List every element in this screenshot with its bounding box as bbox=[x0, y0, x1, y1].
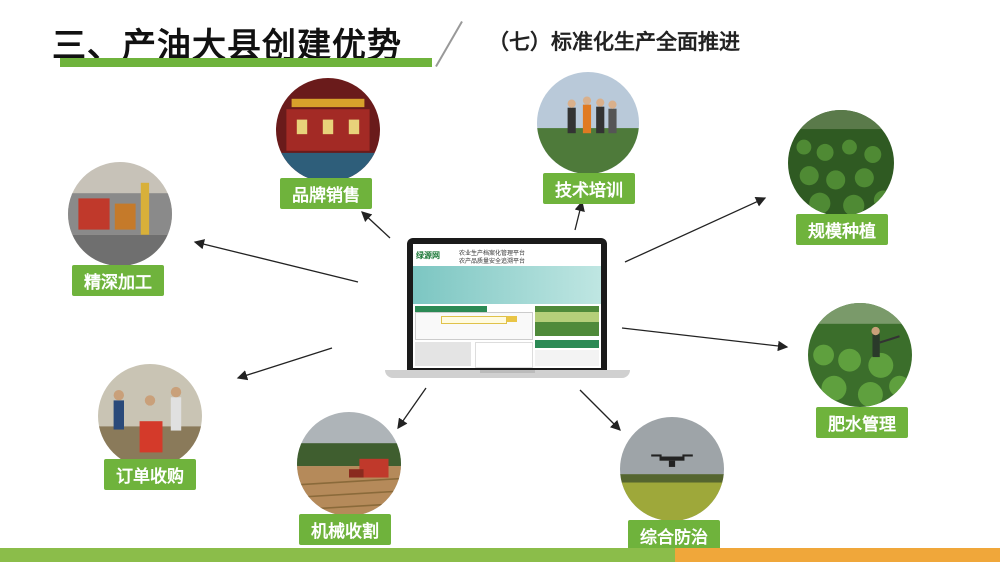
arrow-to-order-purchase bbox=[236, 347, 333, 381]
website-panel-right bbox=[535, 350, 599, 366]
node-tech-training: 技术培训 bbox=[543, 173, 635, 204]
arrow-to-tech-training bbox=[574, 200, 585, 231]
page-subtitle: （七）标准化生产全面推进 bbox=[488, 30, 740, 54]
arrow-to-scale-planting bbox=[624, 197, 767, 263]
website-search-input bbox=[441, 316, 507, 324]
scale-planting-photo bbox=[788, 110, 894, 216]
laptop-base bbox=[385, 370, 630, 378]
node-deep-processing: 精深加工 bbox=[72, 265, 164, 296]
arrow-to-deep-processing bbox=[193, 239, 359, 283]
title-underline bbox=[60, 58, 432, 67]
mechanical-harvest-photo bbox=[297, 412, 401, 516]
website-panel-left bbox=[415, 342, 471, 366]
laptop-notch bbox=[480, 370, 535, 373]
website-logo: 绿源网 bbox=[416, 251, 440, 260]
website-panel-middle bbox=[475, 342, 533, 368]
footer-bar-green bbox=[0, 548, 675, 562]
node-fertilizer-water: 肥水管理 bbox=[816, 407, 908, 438]
order-purchase-photo bbox=[98, 364, 202, 468]
deep-processing-photo bbox=[68, 162, 172, 266]
website-title-2: 农产品质量安全追溯平台 bbox=[459, 258, 526, 265]
node-integrated-control: 综合防治 bbox=[628, 520, 720, 551]
node-brand-sales: 品牌销售 bbox=[280, 178, 372, 209]
fertilizer-water-photo bbox=[808, 303, 912, 407]
website-section-header bbox=[415, 306, 487, 312]
website-banner bbox=[413, 266, 601, 304]
website-search-button bbox=[507, 316, 517, 322]
traceability-website-screenshot: 绿源网 农业生产档案化管理平台 农产品质量安全追溯平台 bbox=[413, 244, 601, 368]
arrow-to-fertilizer-water bbox=[621, 327, 789, 352]
laptop-illustration: 绿源网 农业生产档案化管理平台 农产品质量安全追溯平台 bbox=[385, 238, 630, 383]
node-mechanical-harvest: 机械收割 bbox=[299, 514, 391, 545]
node-scale-planting: 规模种植 bbox=[796, 214, 888, 245]
arrow-to-mechanical-harvest bbox=[397, 387, 427, 430]
arrow-to-integrated-control bbox=[579, 389, 621, 431]
laptop-screen: 绿源网 农业生产档案化管理平台 农产品质量安全追溯平台 bbox=[407, 238, 607, 370]
brand-sales-photo bbox=[276, 78, 380, 182]
website-field-photo-band bbox=[535, 312, 599, 322]
website-panel-right-header bbox=[535, 340, 599, 348]
tech-training-photo bbox=[537, 72, 639, 174]
title-divider bbox=[435, 20, 463, 68]
arrow-to-brand-sales bbox=[361, 211, 391, 239]
node-order-purchase: 订单收购 bbox=[104, 459, 196, 490]
website-title-1: 农业生产档案化管理平台 bbox=[459, 250, 526, 257]
integrated-control-photo bbox=[620, 417, 724, 521]
footer-bar-orange bbox=[675, 548, 1000, 562]
